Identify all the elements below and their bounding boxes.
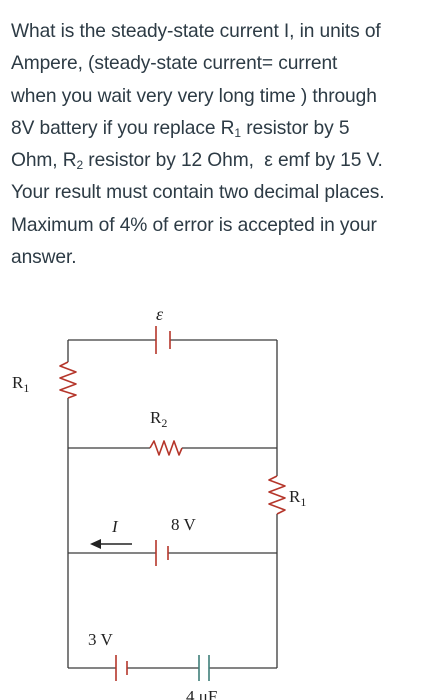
question-line: Ampere, (steady-state current= current: [11, 53, 338, 75]
r1-right-letter: R: [289, 487, 301, 506]
question-line: Maximum of 4% of error is accepted in yo…: [11, 214, 377, 236]
question-line: Your result must contain two decimal pla…: [11, 182, 385, 204]
r2-resistor: [149, 440, 183, 456]
battery-8v-label: 8 V: [171, 515, 196, 534]
capacitor-label: 4 μF: [186, 687, 217, 700]
question-line: answer.: [11, 247, 77, 269]
current-label: I: [111, 517, 119, 536]
battery-3v-label: 3 V: [88, 630, 113, 649]
battery-3v: [115, 655, 128, 681]
subscript: 2: [76, 158, 84, 173]
r1-left-label: R1: [12, 373, 29, 395]
r2-label: R2: [150, 408, 167, 430]
circuit-diagram: ε R1 R2 R1 I 8 V 3 V 4 μF: [12, 304, 306, 700]
question-line: What is the steady-state current I, in u…: [11, 21, 381, 42]
capacitor: [198, 655, 210, 681]
question-text: What is the steady-state current I, in u…: [11, 16, 441, 274]
question-fragment: resistor by 5: [240, 117, 350, 139]
question-line: 8V battery if you replace R1 resistor by…: [11, 113, 441, 145]
r1-left-resistor: [59, 361, 77, 399]
current-arrow: [90, 539, 132, 549]
question-fragment: Ohm, R: [11, 150, 77, 172]
question-line: Ohm, R2 resistor by 12 Ohm, ε emf by 15 …: [11, 145, 441, 177]
emf-battery: [155, 326, 171, 354]
battery-8v: [155, 540, 169, 566]
r1-left-letter: R: [12, 373, 24, 392]
r2-subscript: 2: [161, 416, 167, 430]
r1-right-resistor: [268, 475, 286, 515]
subscript: 1: [234, 125, 241, 140]
r1-right-subscript: 1: [300, 495, 306, 509]
emf-label: ε: [156, 304, 164, 324]
question-fragment: resistor by 12 Ohm, ε emf by 15 V.: [83, 150, 383, 172]
question-line: when you wait very very long time ) thro…: [11, 85, 377, 107]
r1-left-subscript: 1: [23, 381, 29, 395]
r1-right-label: R1: [289, 487, 306, 509]
circuit-wires: [67, 339, 278, 669]
question-fragment: 8V battery if you replace R: [11, 117, 235, 139]
r2-letter: R: [150, 408, 162, 427]
